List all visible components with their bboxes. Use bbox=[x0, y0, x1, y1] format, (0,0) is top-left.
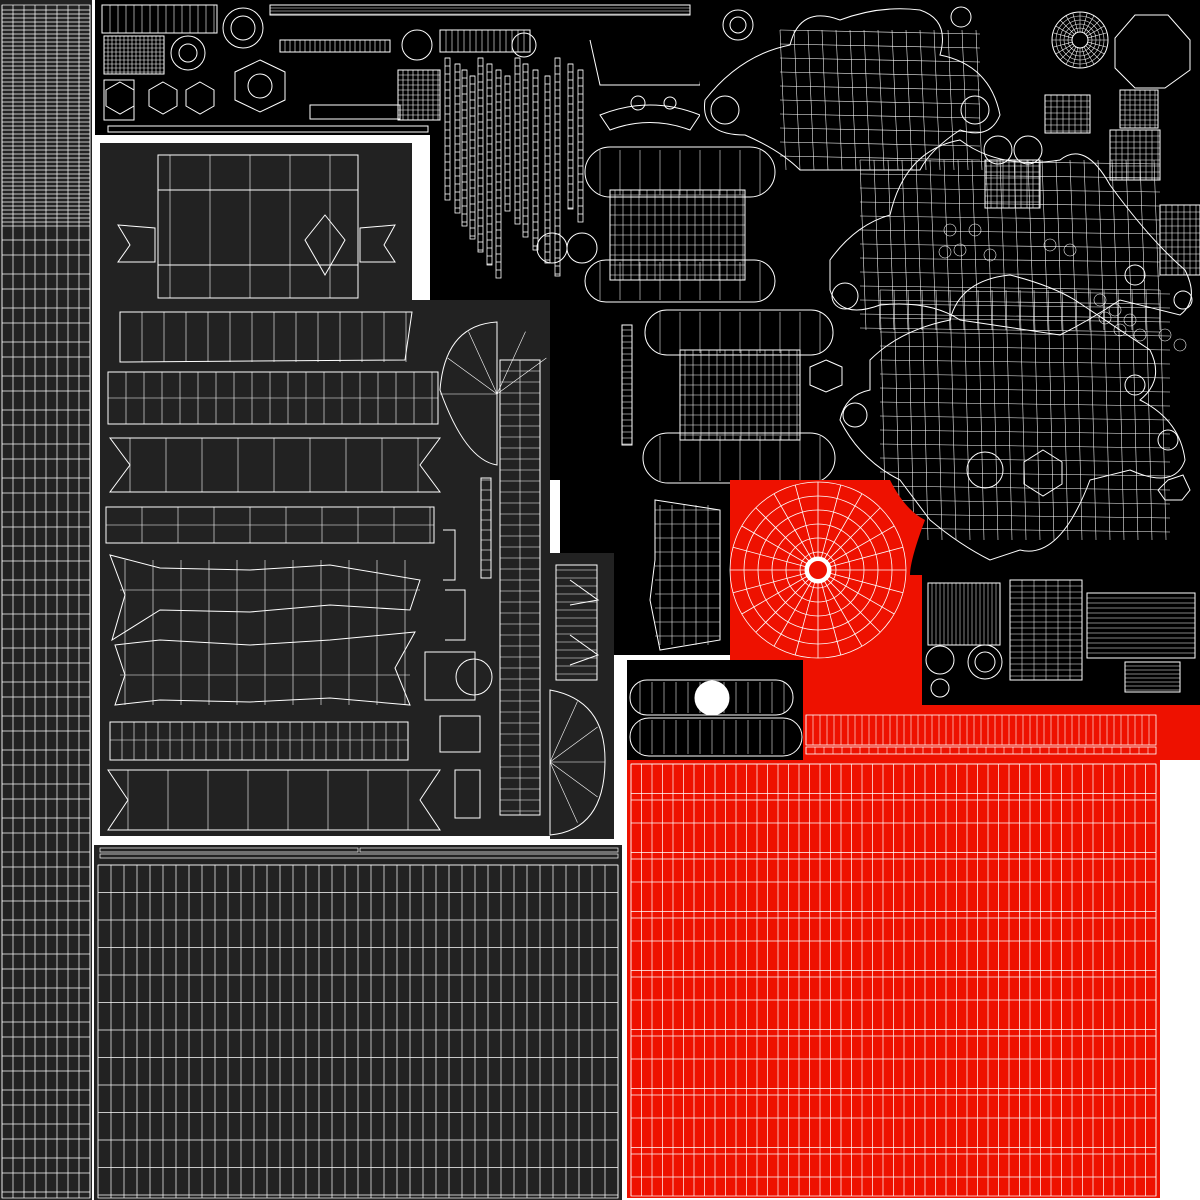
thin-strip-islands bbox=[444, 57, 584, 279]
spool-small-island bbox=[629, 679, 803, 757]
round-lid-island bbox=[729, 480, 1200, 760]
lower-right-strip bbox=[803, 713, 1158, 758]
bottom-left-grid-panel bbox=[94, 845, 622, 1200]
left-strip-island bbox=[0, 0, 92, 1200]
large-grid-panel bbox=[627, 760, 1160, 1198]
